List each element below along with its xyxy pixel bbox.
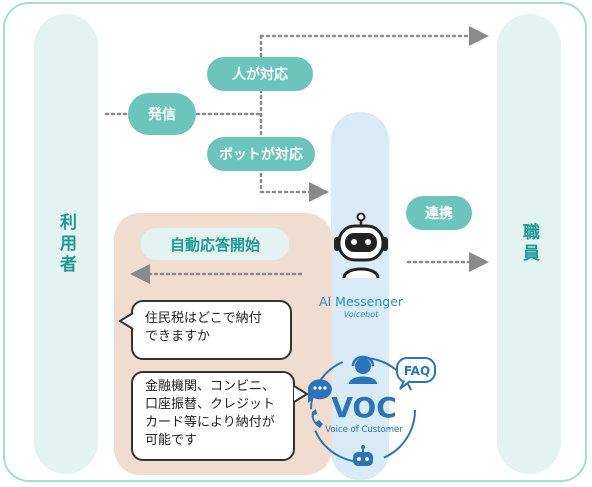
voc-title: VOC (331, 391, 397, 424)
chat-dots-icon (308, 379, 332, 403)
voc-subtitle: Voice of Customer (325, 425, 403, 435)
send-bubble: 発信 (128, 93, 196, 135)
ai-messenger-title: AI Messenger (318, 294, 404, 309)
user-column-label: 利用者 (56, 212, 76, 276)
answer-chat-bubble: 金融機関、コンビニ、 口座振替、クレジット カード等により納付が 可能です (131, 371, 295, 461)
staff-column-label: 職員 (519, 223, 539, 265)
operator-icon (349, 355, 377, 384)
bot-bubble: ボットが対応 (207, 137, 315, 171)
bot-column (331, 112, 389, 480)
robot-icon (334, 212, 388, 279)
faq-label: FAQ (403, 364, 431, 378)
faq-icon (396, 357, 436, 390)
answer-bubble-tail (293, 385, 308, 403)
link-bubble: 連携 (406, 196, 472, 230)
phone-icon (311, 409, 323, 428)
question-chat-bubble: 住民税はどこで納付 できますか (131, 300, 292, 360)
ai-messenger-subtitle: Voicebot (343, 310, 379, 319)
question-bubble-tail (119, 312, 134, 330)
user-column: 利用者 (34, 14, 98, 474)
auto-response-title: 自動応答開始 (141, 228, 289, 260)
human-bubble: 人が対応 (207, 57, 313, 91)
small-robot-icon (353, 445, 373, 466)
staff-column: 職員 (497, 14, 561, 474)
voc-cycle-graphic (308, 355, 436, 466)
